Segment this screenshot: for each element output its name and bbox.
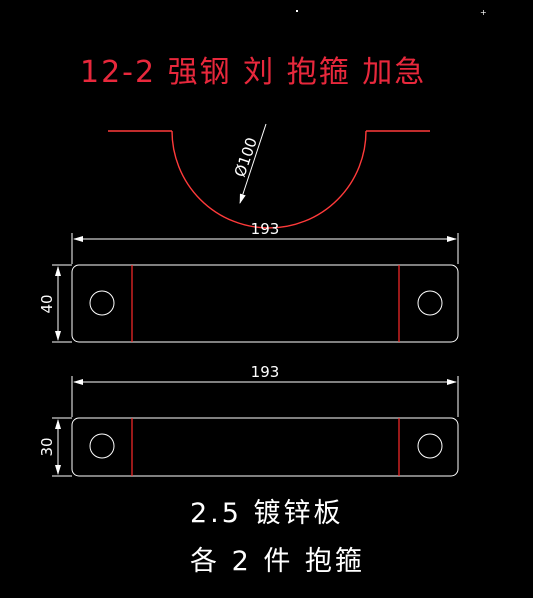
quantity-note: 各 2 件 抱箍 [190, 546, 365, 577]
material-note: 2.5 镀锌板 [190, 498, 344, 529]
half-ring-profile: Ø100 [108, 123, 430, 229]
plate-40-view: 193 40 [38, 220, 459, 343]
bolt-hole-left [89, 290, 115, 316]
plate-outline [71, 417, 459, 477]
length-dimension-label: 193 [251, 220, 280, 238]
bolt-hole-right [417, 290, 443, 316]
plate-outline [71, 264, 459, 343]
width-dimension-label: 40 [38, 294, 56, 313]
half-ring-arc [171, 130, 367, 229]
drawing-title: 12-2 强钢 刘 抱箍 加急 [80, 55, 426, 90]
cursor-cross-icon: + [480, 8, 487, 17]
bolt-hole-left [89, 433, 115, 459]
length-dimension-label: 193 [251, 363, 280, 381]
diameter-leader [239, 123, 267, 204]
plate-30-view: 193 30 [38, 363, 459, 477]
bolt-hole-right [417, 433, 443, 459]
width-dimension-label: 30 [38, 437, 56, 456]
stray-mark [296, 10, 298, 12]
diameter-label: Ø100 [231, 135, 261, 179]
